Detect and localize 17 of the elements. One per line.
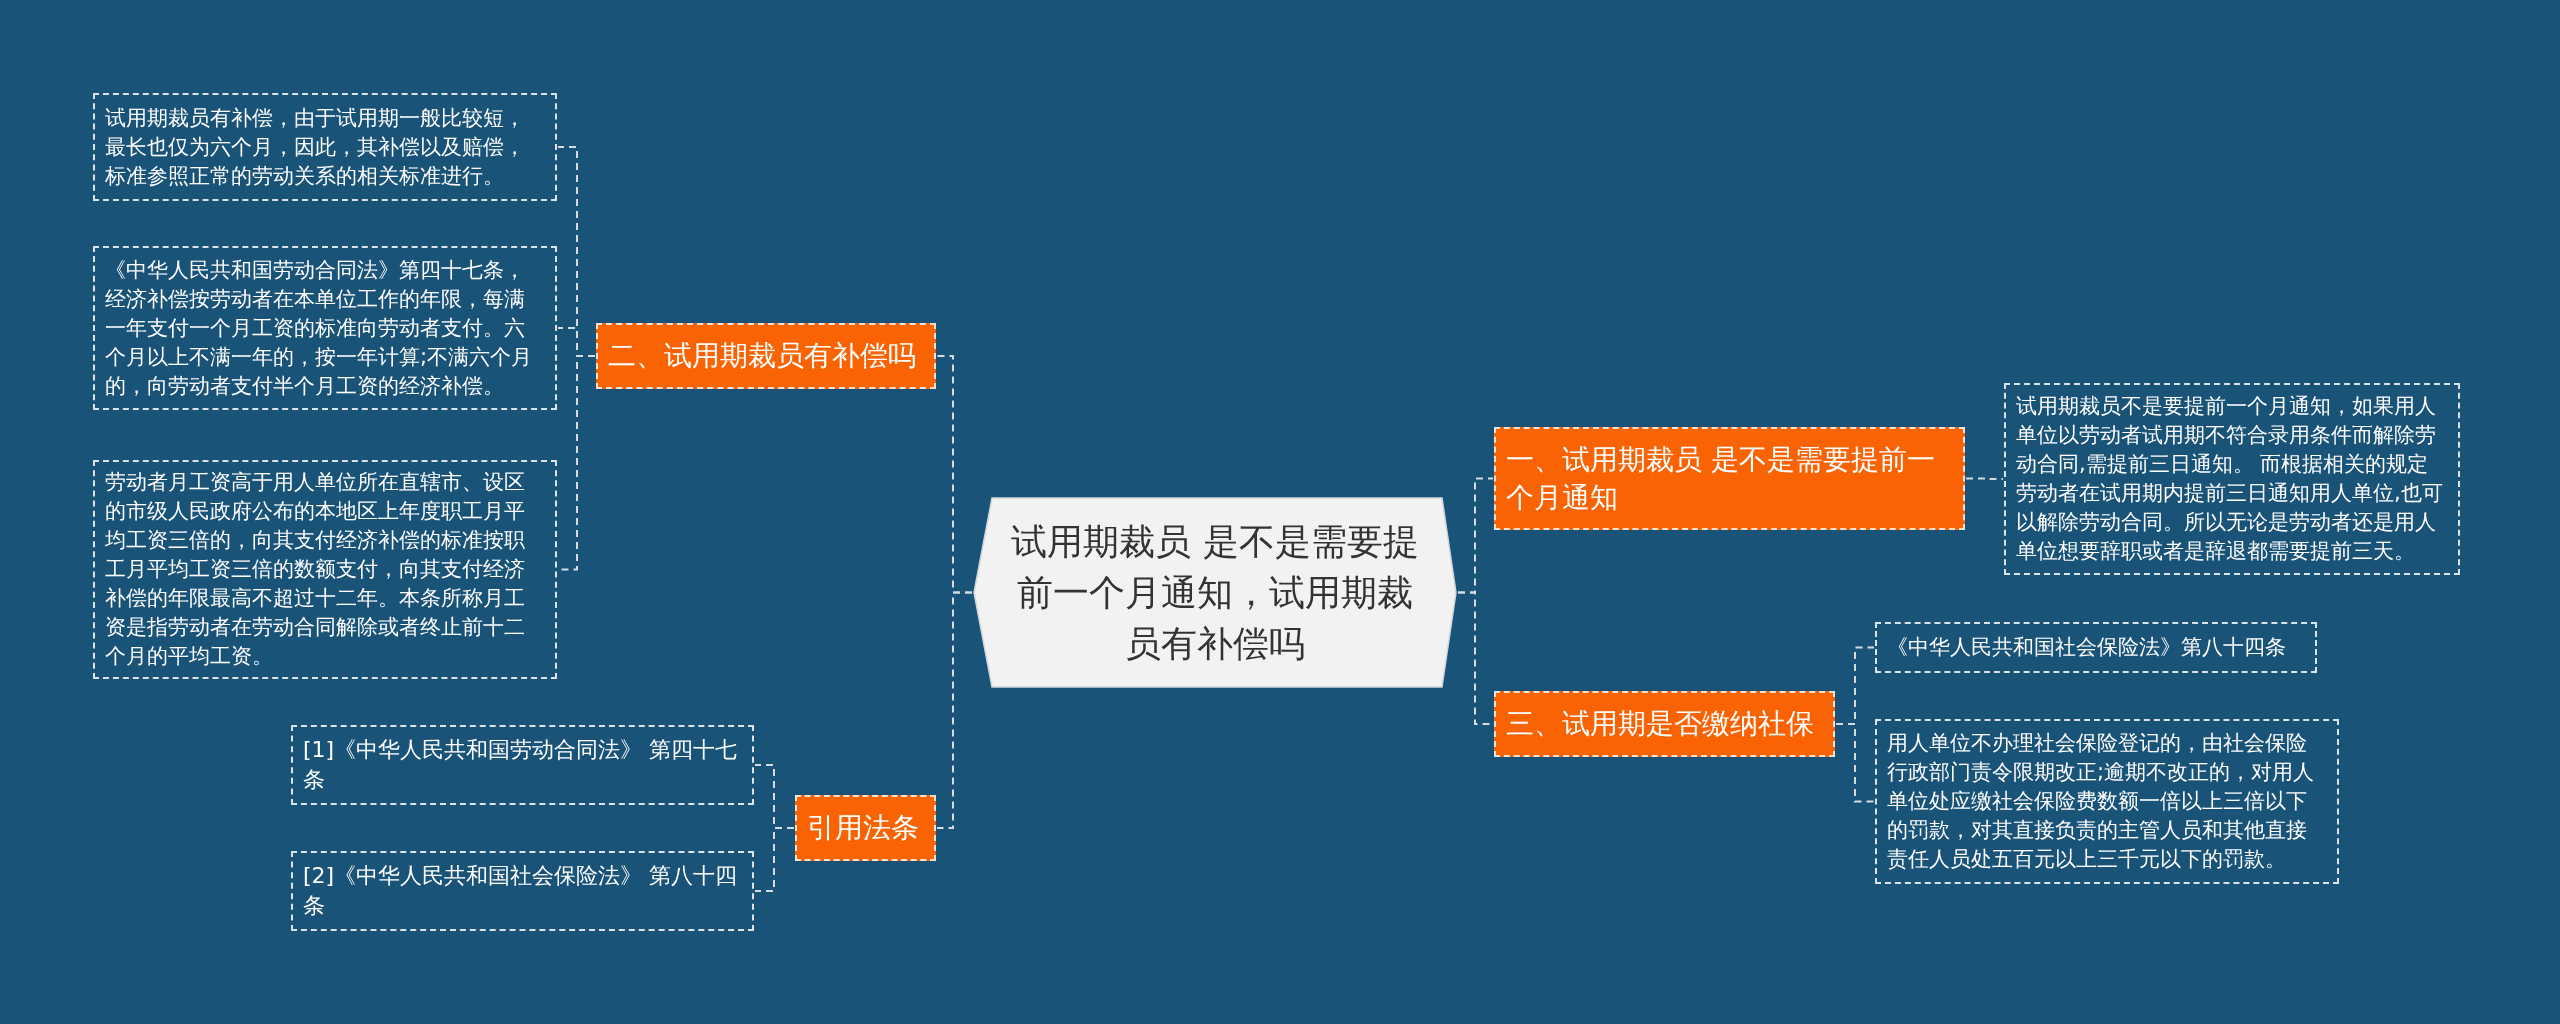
connector-line <box>1965 477 2004 480</box>
connector-line <box>1835 723 1875 803</box>
note-box: [1]《中华人民共和国劳动合同法》 第四十七条 <box>291 725 754 805</box>
note-box: 用人单位不办理社会保险登记的，由社会保险行政部门责令限期改正;逾期不改正的，对用人单位处应缴社会保险费数额一倍以上三倍以下的罚款，对其直接负责的主管人员和其他直接责任人员处五百元以上三千元以下的罚款。 <box>1875 719 2339 884</box>
note-box: 《中华人民共和国劳动合同法》第四十七条，经济补偿按劳动者在本单位工作的年限，每满一年支付一个月工资的标准向劳动者支付。六个月以上不满一年的，按一年计算;不满六个月的，向劳动者支付半个月工资的经济补偿。 <box>93 246 557 410</box>
topic-box: 三、试用期是否缴纳社保 <box>1494 691 1835 757</box>
note-box: 试用期裁员有补偿，由于试用期一般比较短，最长也仅为六个月，因此，其补偿以及赔偿，标准参照正常的劳动关系的相关标准进行。 <box>93 93 557 201</box>
note-box: 《中华人民共和国社会保险法》第八十四条 <box>1875 622 2317 673</box>
connector-line <box>936 591 973 829</box>
note-box: [2]《中华人民共和国社会保险法》 第八十四条 <box>291 851 754 931</box>
note-box: 劳动者月工资高于用人单位所在直辖市、设区的市级人民政府公布的本地区上年度职工月平均工资三倍的，向其支付经济补偿的标准按职工月平均工资三倍的数额支付，向其支付经济补偿的年限最高不超过十二年。本条所称月工资是指劳动者在劳动合同解除或者终止前十二个月的平均工资。 <box>93 460 557 679</box>
topic-hexagon: 试用期裁员 是不是需要提前一个月通知，试用期裁员有补偿吗 <box>973 497 1457 688</box>
topic-box: 引用法条 <box>795 795 936 861</box>
note-box: 试用期裁员不是要提前一个月通知，如果用人单位以劳动者试用期不符合录用条件而解除劳动合同,需提前三日通知。 而根据相关的规定劳动者在试用期内提前三日通知用人单位,也可以解除劳动合同。所以无论是劳动者还是用人单位想要辞职或者是辞退都需要提前三天。 <box>2004 383 2460 575</box>
topic-box: 二、试用期裁员有补偿吗 <box>596 323 936 389</box>
topic-box: 一、试用期裁员 是不是需要提前一个月通知 <box>1494 427 1965 530</box>
connector-line <box>754 827 795 892</box>
